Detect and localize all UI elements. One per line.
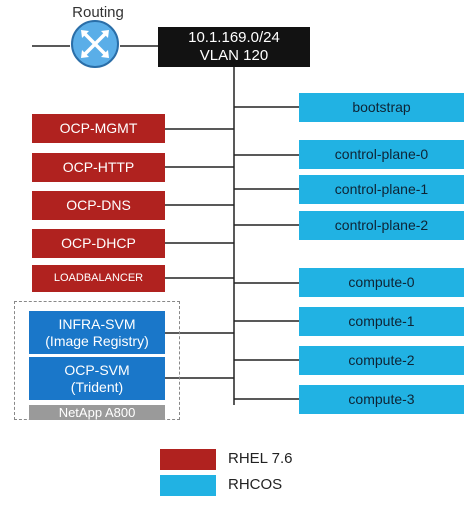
node-label: compute-0 bbox=[348, 274, 415, 290]
node-label: control-plane-2 bbox=[334, 217, 429, 233]
storage-label-bar: NetApp A800 bbox=[29, 405, 165, 420]
vlan-box: 10.1.169.0/24 VLAN 120 bbox=[158, 27, 310, 67]
legend-label-rhel: RHEL 7.6 bbox=[228, 450, 293, 467]
node-label: OCP-MGMT bbox=[59, 120, 138, 136]
node-loadbalancer: LOADBALANCER bbox=[32, 265, 165, 292]
node-ocp-mgmt: OCP-MGMT bbox=[32, 114, 165, 143]
node-control-plane-2: control-plane-2 bbox=[299, 211, 464, 240]
node-ocp-dns: OCP-DNS bbox=[32, 191, 165, 220]
node-control-plane-1: control-plane-1 bbox=[299, 175, 464, 204]
vlan-id: VLAN 120 bbox=[199, 47, 269, 64]
svm-name: INFRA-SVM bbox=[58, 315, 136, 332]
svm-name: OCP-SVM bbox=[64, 361, 130, 378]
node-control-plane-0: control-plane-0 bbox=[299, 140, 464, 169]
svm-ocp: OCP-SVM (Trident) bbox=[29, 357, 165, 400]
node-compute-2: compute-2 bbox=[299, 346, 464, 375]
node-label: control-plane-0 bbox=[334, 146, 429, 162]
legend-swatch-rhel bbox=[160, 449, 216, 470]
node-compute-0: compute-0 bbox=[299, 268, 464, 297]
node-label: OCP-HTTP bbox=[62, 159, 135, 175]
node-compute-3: compute-3 bbox=[299, 385, 464, 414]
node-label: OCP-DHCP bbox=[61, 235, 136, 251]
svm-detail: (Trident) bbox=[70, 378, 124, 395]
node-label: OCP-DNS bbox=[66, 197, 131, 213]
legend-label-rhcos: RHCOS bbox=[228, 476, 283, 493]
node-label: compute-2 bbox=[348, 352, 415, 368]
svm-infra: INFRA-SVM (Image Registry) bbox=[29, 311, 165, 354]
node-label: control-plane-1 bbox=[334, 181, 429, 197]
node-label: compute-3 bbox=[348, 391, 415, 407]
svm-detail: (Image Registry) bbox=[45, 332, 149, 349]
node-label: LOADBALANCER bbox=[53, 272, 144, 284]
routing-label: Routing bbox=[72, 4, 124, 21]
node-bootstrap: bootstrap bbox=[299, 93, 464, 122]
node-label: bootstrap bbox=[352, 99, 411, 115]
node-compute-1: compute-1 bbox=[299, 307, 464, 336]
node-ocp-http: OCP-HTTP bbox=[32, 153, 165, 182]
node-ocp-dhcp: OCP-DHCP bbox=[32, 229, 165, 258]
router-icon bbox=[71, 20, 119, 68]
storage-label: NetApp A800 bbox=[58, 405, 136, 420]
node-label: compute-1 bbox=[348, 313, 415, 329]
legend-swatch-rhcos bbox=[160, 475, 216, 496]
vlan-subnet: 10.1.169.0/24 bbox=[188, 29, 280, 46]
